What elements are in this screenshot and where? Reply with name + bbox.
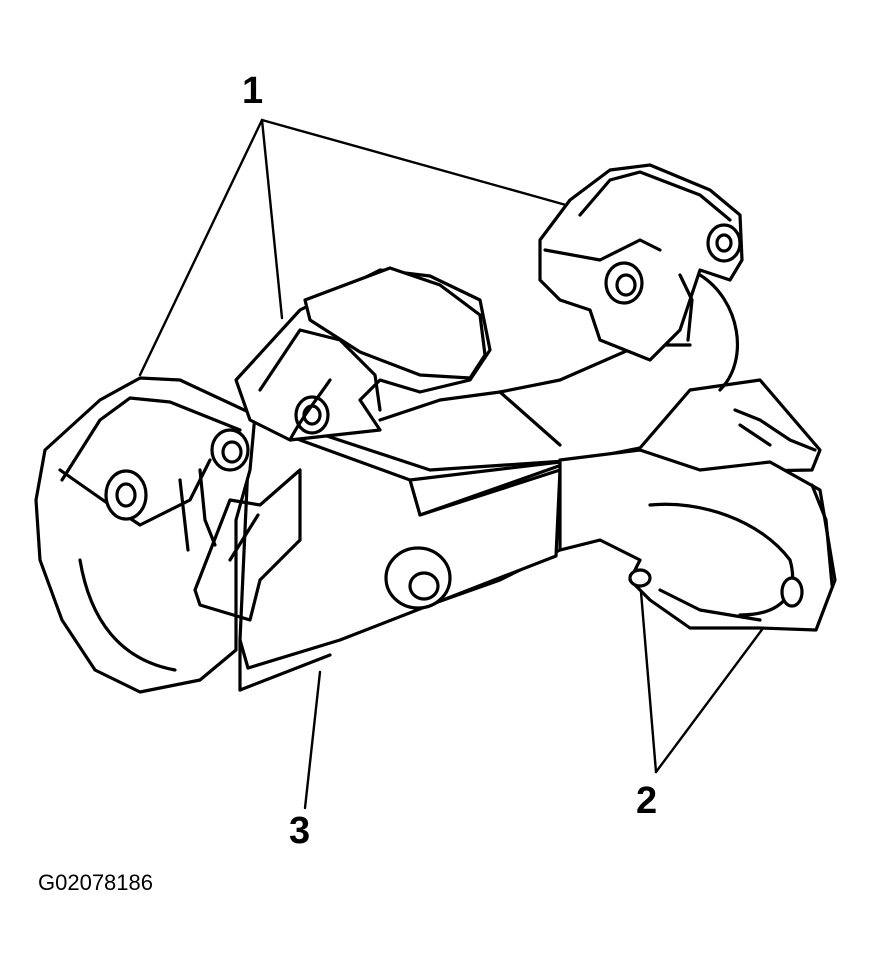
leader-line-3 xyxy=(303,670,322,810)
right-port xyxy=(538,163,744,392)
figure-id: G02078186 xyxy=(38,870,153,895)
callout-3: 3 xyxy=(289,810,311,852)
outlet-flange xyxy=(558,408,837,632)
callout-2: 2 xyxy=(636,780,658,822)
middle-port xyxy=(193,266,492,622)
callout-1: 1 xyxy=(242,70,264,112)
left-port xyxy=(34,376,257,694)
leader-lines-1 xyxy=(138,118,568,377)
